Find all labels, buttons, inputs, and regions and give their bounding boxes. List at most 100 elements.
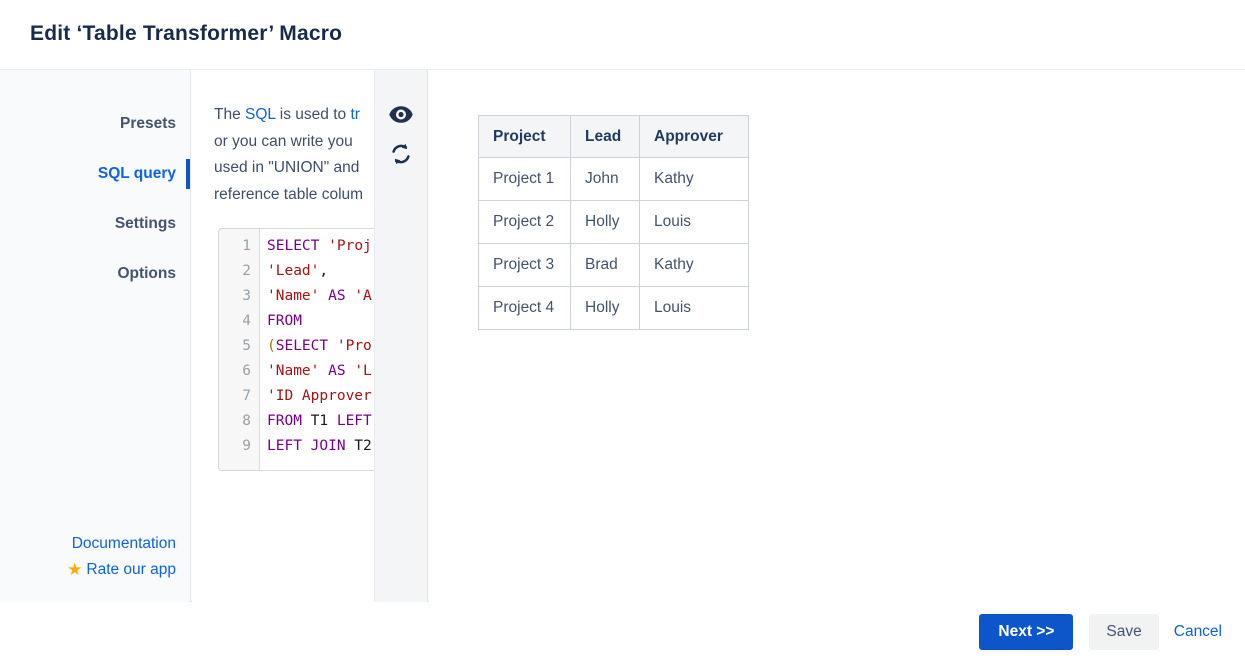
description-text: The [214,106,246,123]
code-token: 'ID Approver [267,388,372,404]
code-line: (SELECT 'Pro [267,334,374,359]
code-token: , [319,263,329,279]
code-token: LEFT [336,413,372,429]
table-cell: Project 1 [478,157,571,201]
code-token [319,363,328,379]
table-header-cell: Approver [639,115,749,158]
table-cell: Louis [639,200,749,244]
sidebar-item-options[interactable]: Options [0,264,190,284]
description-line: reference table colum [214,182,363,209]
code-token: 'Lead' [267,263,320,279]
description-line: or you can write you [214,129,363,156]
sidebar-item-label: Options [117,265,176,282]
inline-link[interactable]: tr [350,106,360,123]
table-cell: Louis [639,286,749,330]
sidebar-item-label: Settings [114,215,176,232]
sidebar-item-sql-query[interactable]: SQL query [0,159,190,189]
description-text: reference table colum [214,185,364,203]
code-token: SELECT [267,238,320,254]
cancel-link[interactable]: Cancel [1173,622,1222,640]
code-line: FROM T1 LEFT [267,409,374,434]
dialog-footer: Next >> Save Cancel [0,603,1245,660]
table-cell: John [570,157,640,201]
rate-app-link[interactable]: ★Rate our app [0,560,176,580]
dialog-header: Edit ‘Table Transformer’ Macro [0,0,1245,70]
panel-toolbar [374,70,428,602]
code-token: FROM [267,313,302,329]
inline-link[interactable]: SQL [245,106,276,123]
dialog-title: Edit ‘Table Transformer’ Macro [30,22,343,45]
code-line: 'Name' AS 'L [267,359,374,384]
selected-tab-indicator [186,159,190,189]
next-button[interactable]: Next >> [979,613,1074,650]
code-line: 'Lead', [267,259,374,284]
sidebar-item-label: SQL query [97,165,176,182]
sidebar-links: Documentation ★Rate our app [0,528,190,580]
code-token: 'Pro [336,338,372,354]
save-button[interactable]: Save [1089,613,1159,650]
code-token: AS [328,288,346,304]
code-token: 'A [354,288,372,304]
sidebar-item-presets[interactable]: Presets [0,114,190,134]
table-header-cell: Project [478,115,571,158]
line-number: 1 [242,238,251,254]
code-token [328,338,337,354]
code-token: SELECT [275,338,329,354]
code-token: 'Name' [267,288,320,304]
table-cell: Kathy [639,243,749,287]
code-token: T1 [301,413,337,429]
code-token [319,238,328,254]
code-token: AS [328,363,346,379]
table-cell: Kathy [639,157,749,201]
sql-query-panel: The SQL is used to tr or you can write yo… [192,70,374,602]
rate-app-label: Rate our app [86,561,176,578]
code-token: FROM [267,413,302,429]
description-text: used in "UNION" and [214,159,360,176]
code-line: FROM [267,309,374,334]
table-cell: Brad [570,243,640,287]
code-token: 'Name' [267,363,320,379]
line-number: 4 [242,313,251,329]
code-token: ( [267,338,276,354]
table-cell: Holly [570,200,640,244]
description-text: or you can write you [214,132,353,150]
code-line: 'ID Approver [267,384,374,409]
code-token: T2 [345,438,372,454]
sidebar-item-settings[interactable]: Settings [0,214,190,234]
code-line: SELECT 'Proj [267,234,374,259]
documentation-link[interactable]: Documentation [71,535,176,552]
line-number: 2 [242,263,251,279]
refresh-button[interactable] [388,142,414,166]
star-icon: ★ [67,560,83,579]
sql-description: The SQL is used to tr or you can write yo… [214,102,363,208]
line-number: 9 [242,438,251,454]
table-cell: Project 3 [478,243,571,287]
code-token: 'L [354,363,372,379]
line-number: 3 [242,288,251,304]
line-number: 7 [242,388,251,404]
preview-eye-button[interactable] [388,102,414,126]
code-line: 'Name' AS 'A [267,284,374,309]
line-number: 8 [242,413,251,429]
sidebar-item-label: Presets [119,115,176,132]
description-text: is used to [275,106,351,123]
code-line: LEFT JOIN T2 [267,434,374,459]
table-header-cell: Lead [570,115,640,158]
table-cell: Holly [570,286,640,330]
code-token: 'Proj [328,238,372,254]
line-number: 6 [242,363,251,379]
eye-icon [389,105,413,123]
description-line: The SQL is used to tr [214,102,363,129]
code-token [319,288,328,304]
